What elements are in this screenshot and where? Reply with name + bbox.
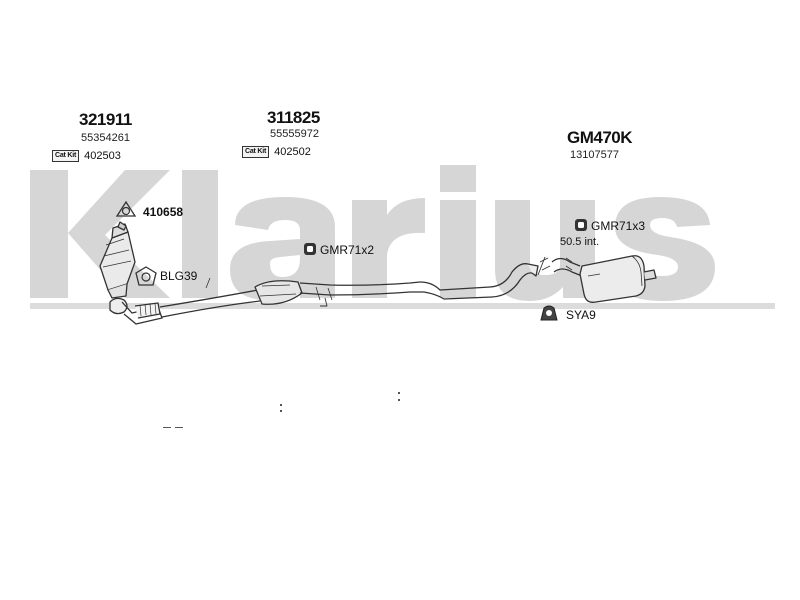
klarius-watermark <box>30 165 775 309</box>
part-number-front-cat: 321911 <box>79 110 132 129</box>
front-catalytic-converter[interactable] <box>99 221 136 299</box>
oem-number-front-cat: 55354261 <box>81 132 130 144</box>
insertion-annotation: 50.5 int. <box>560 236 600 248</box>
front-downpipe[interactable] <box>109 297 163 325</box>
gasket-label: 410658 <box>143 205 184 219</box>
catkit-front: Cat Kit 402503 <box>52 150 121 162</box>
rubber-hanger-rear-icon <box>575 219 587 231</box>
part-number-silencer: GM470K <box>567 128 633 147</box>
catkit-code-front: 402503 <box>84 150 121 162</box>
catkit-badge-front: Cat Kit <box>52 150 80 162</box>
oem-number-middle-cat: 55555972 <box>270 128 319 140</box>
gasket-icon <box>115 200 137 217</box>
middle-pipe-section[interactable] <box>159 263 539 318</box>
rear-connector[interactable] <box>537 256 583 277</box>
clamp-icon <box>135 266 157 286</box>
rubber-hanger-rear-label: GMR71x3 <box>591 219 646 233</box>
mounting-bracket-label: SYA9 <box>566 308 596 322</box>
oem-number-silencer: 13107577 <box>570 149 619 161</box>
catkit-badge-middle: Cat Kit <box>242 146 270 158</box>
catkit-middle: Cat Kit 402502 <box>242 146 311 158</box>
mounting-bracket-icon <box>540 305 558 321</box>
rear-silencer[interactable] <box>579 255 657 303</box>
clamp-label: BLG39 <box>160 269 198 283</box>
rubber-hanger-icon <box>304 243 316 255</box>
rubber-hanger-middle-label: GMR71x2 <box>320 243 375 257</box>
catkit-code-middle: 402502 <box>274 146 311 158</box>
part-number-middle-cat: 311825 <box>267 108 320 127</box>
